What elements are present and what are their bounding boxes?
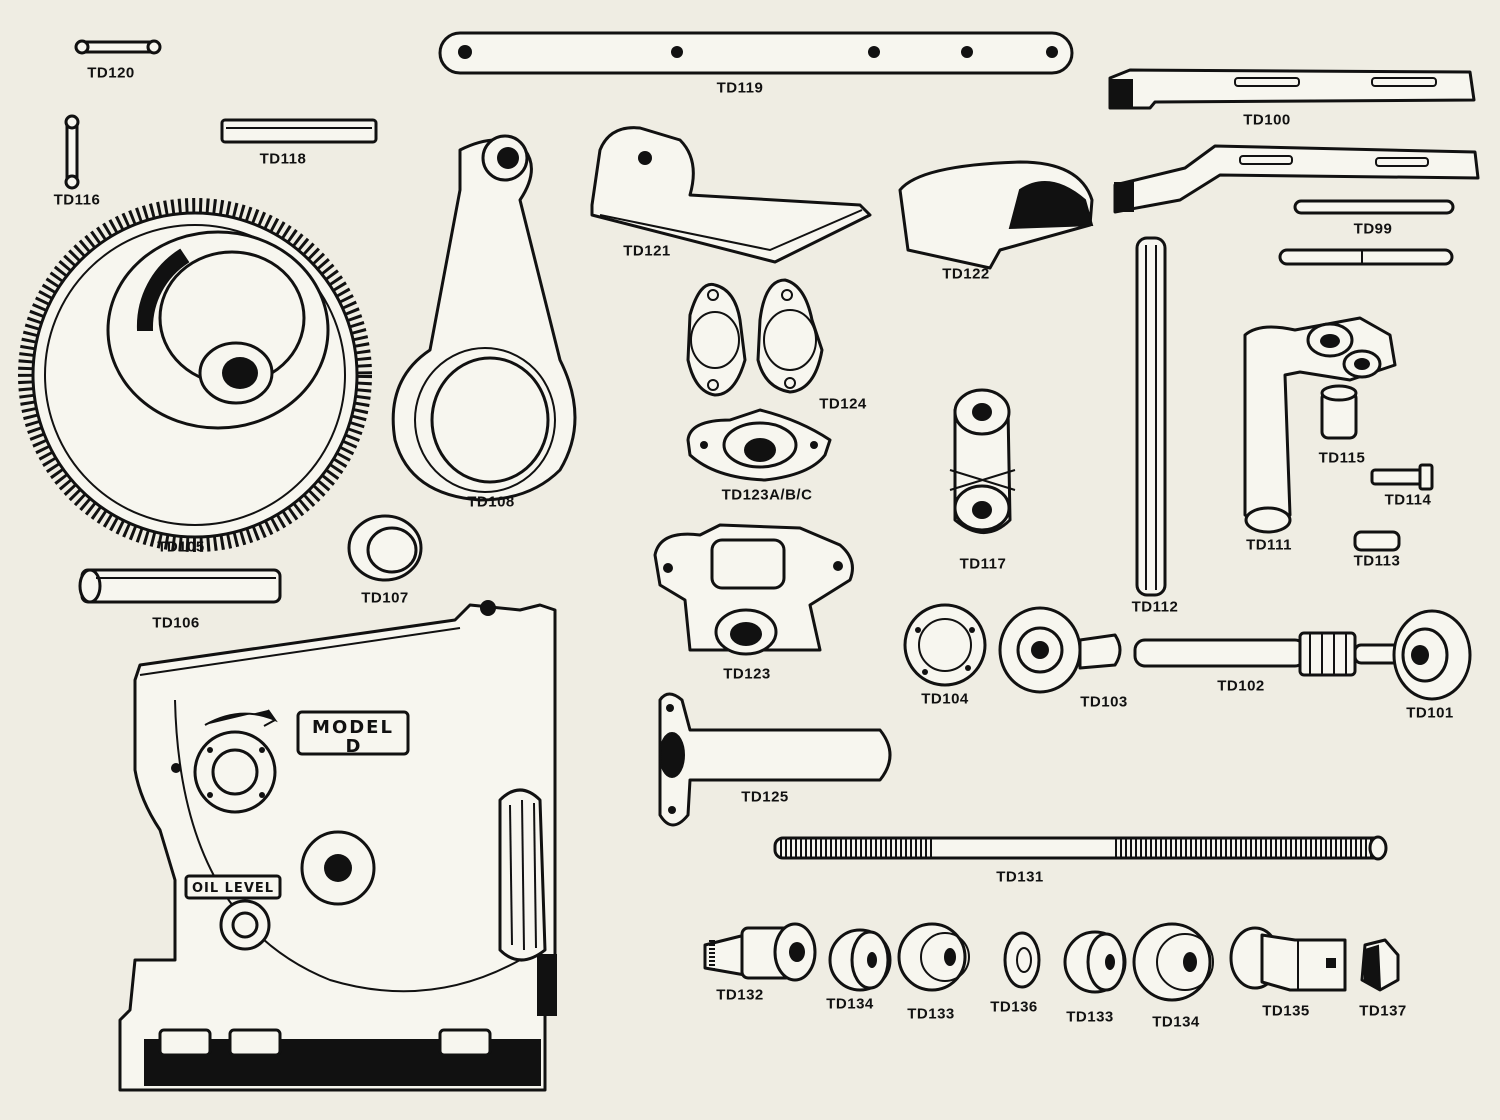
part-td106-drawing: [78, 568, 282, 604]
label-td131: TD131: [996, 868, 1044, 886]
part-td121-drawing: [590, 126, 872, 264]
part-td123-drawing: [653, 523, 854, 656]
label-td137: TD137: [1359, 1002, 1407, 1020]
label-td125: TD125: [741, 788, 789, 806]
part-td115-drawing: [1320, 384, 1358, 440]
model-plate-line2: D: [346, 736, 361, 757]
part-td107-drawing: [347, 514, 423, 582]
part-td114-drawing: [1370, 463, 1434, 491]
label-td132: TD132: [716, 986, 764, 1004]
label-td103: TD103: [1080, 693, 1128, 711]
label-td124: TD124: [819, 395, 867, 413]
label-td136: TD136: [990, 998, 1038, 1016]
label-td115: TD115: [1318, 449, 1366, 467]
part-td119-drawing: [438, 31, 1074, 75]
part-td100-drawing: [1108, 68, 1476, 110]
model-plate-line1: MODEL: [312, 717, 394, 738]
part-td99-drawing: [1113, 144, 1480, 266]
label-td111: TD111: [1246, 536, 1292, 554]
label-td133a: TD133: [907, 1005, 955, 1023]
part-td131-drawing: [773, 835, 1388, 861]
part-td132-drawing: [703, 922, 817, 982]
label-td117: TD117: [959, 555, 1007, 573]
part-td111-drawing: [1243, 316, 1397, 534]
label-td107: TD107: [361, 589, 409, 607]
part-td133b-drawing: [1063, 930, 1127, 994]
part-td113-drawing: [1353, 530, 1401, 552]
part-td101-drawing: [1392, 609, 1472, 701]
label-td116: TD116: [53, 191, 101, 209]
label-td102: TD102: [1217, 677, 1265, 695]
part-td105-drawing: [18, 198, 372, 552]
label-td108: TD108: [467, 493, 515, 511]
part-td137-drawing: [1360, 938, 1400, 992]
part-td112-drawing: [1135, 236, 1167, 597]
gearbox-housing-drawing: [118, 600, 557, 1092]
part-td103-drawing: [998, 606, 1122, 694]
label-td133b: TD133: [1066, 1008, 1114, 1026]
part-td120-drawing: [74, 39, 162, 55]
part-td124-drawing: [686, 278, 824, 397]
label-td104: TD104: [921, 690, 969, 708]
part-td133a-drawing: [897, 922, 970, 992]
label-td114: TD114: [1384, 491, 1432, 509]
part-td135-drawing: [1229, 926, 1347, 992]
part-td116-drawing: [64, 114, 80, 190]
label-td134a: TD134: [826, 995, 874, 1013]
part-td117-drawing: [949, 388, 1016, 534]
label-td120: TD120: [87, 64, 135, 82]
part-td102-drawing: [1133, 631, 1407, 677]
label-td106: TD106: [152, 614, 200, 632]
oil-level-plate: OIL LEVEL: [192, 881, 274, 896]
part-td118-drawing: [220, 118, 378, 144]
part-td108-drawing: [391, 134, 577, 502]
label-td99: TD99: [1353, 220, 1393, 238]
label-td118: TD118: [259, 150, 307, 168]
part-td123abc-drawing: [686, 408, 832, 482]
label-td105: TD105: [157, 538, 205, 556]
label-td123: TD123: [723, 665, 771, 683]
part-td122-drawing: [898, 160, 1094, 270]
label-td134b: TD134: [1152, 1013, 1200, 1031]
label-td119: TD119: [716, 79, 764, 97]
label-td122: TD122: [942, 265, 990, 283]
label-td113: TD113: [1353, 552, 1401, 570]
label-td135: TD135: [1262, 1002, 1310, 1020]
part-td136-drawing: [1003, 931, 1041, 989]
label-td112: TD112: [1131, 598, 1179, 616]
label-td101: TD101: [1406, 704, 1454, 722]
part-td134b-drawing: [1132, 922, 1214, 1002]
label-td121: TD121: [623, 242, 671, 260]
label-td123abc: TD123A/B/C: [721, 486, 813, 504]
label-td100: TD100: [1243, 111, 1291, 129]
part-td104-drawing: [903, 603, 987, 687]
part-td134a-drawing: [828, 928, 892, 992]
part-td125-drawing: [658, 692, 892, 827]
